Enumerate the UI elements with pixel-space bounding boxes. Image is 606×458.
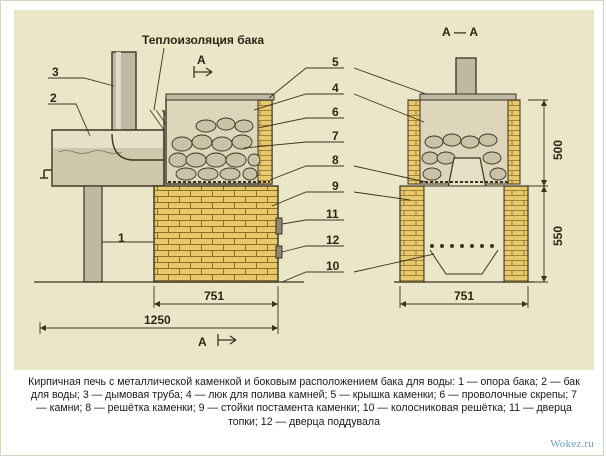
chimney-pipe <box>111 51 137 135</box>
watermark: Wokez.ru <box>550 438 594 450</box>
insulation-label: Теплоизоляция бака <box>142 33 264 47</box>
section-view: А — А <box>353 25 565 308</box>
chimney-highlight <box>116 52 121 134</box>
tank-water <box>53 148 163 185</box>
callout-numbers: 1 2 3 4 5 6 7 8 9 10 11 12 <box>50 55 340 273</box>
dim-500: 500 <box>551 140 565 160</box>
callout-11: 11 <box>326 207 339 221</box>
callout-4: 4 <box>332 81 339 95</box>
dim-550: 550 <box>551 226 565 246</box>
callout-3: 3 <box>52 65 59 79</box>
callout-5: 5 <box>332 55 339 69</box>
section-title: А — А <box>442 25 478 39</box>
callout-1: 1 <box>118 231 125 245</box>
section-chimney <box>455 57 477 97</box>
stones-section <box>421 133 507 181</box>
stove-drawing: А А Теплоизоляция бака <box>34 25 565 349</box>
grate-bars <box>430 244 494 248</box>
dim-1250: 1250 <box>144 313 171 327</box>
callout-10: 10 <box>326 259 340 273</box>
stove-diagram: А А Теплоизоляция бака <box>14 10 594 370</box>
section-mark-bottom: А <box>198 335 207 349</box>
heater-lid <box>165 93 275 101</box>
side-view: А А Теплоизоляция бака <box>34 33 344 349</box>
firebox-door <box>275 217 283 235</box>
callout-6: 6 <box>332 105 339 119</box>
tank-tap <box>40 169 52 179</box>
firebox-brick <box>153 185 279 283</box>
callout-8: 8 <box>332 153 339 167</box>
dim-751-front: 751 <box>454 289 474 303</box>
figure-caption: Кирпичная печь с металлической каменкой … <box>28 376 580 428</box>
section-mark-top: А <box>197 53 206 67</box>
ash-door <box>275 245 283 259</box>
tank-support <box>83 185 103 283</box>
callout-9: 9 <box>332 179 339 193</box>
callout-7: 7 <box>332 129 339 143</box>
callout-12: 12 <box>326 233 340 247</box>
callout-2: 2 <box>50 91 57 105</box>
stones-side <box>168 117 261 181</box>
dim-751-side: 751 <box>204 289 224 303</box>
